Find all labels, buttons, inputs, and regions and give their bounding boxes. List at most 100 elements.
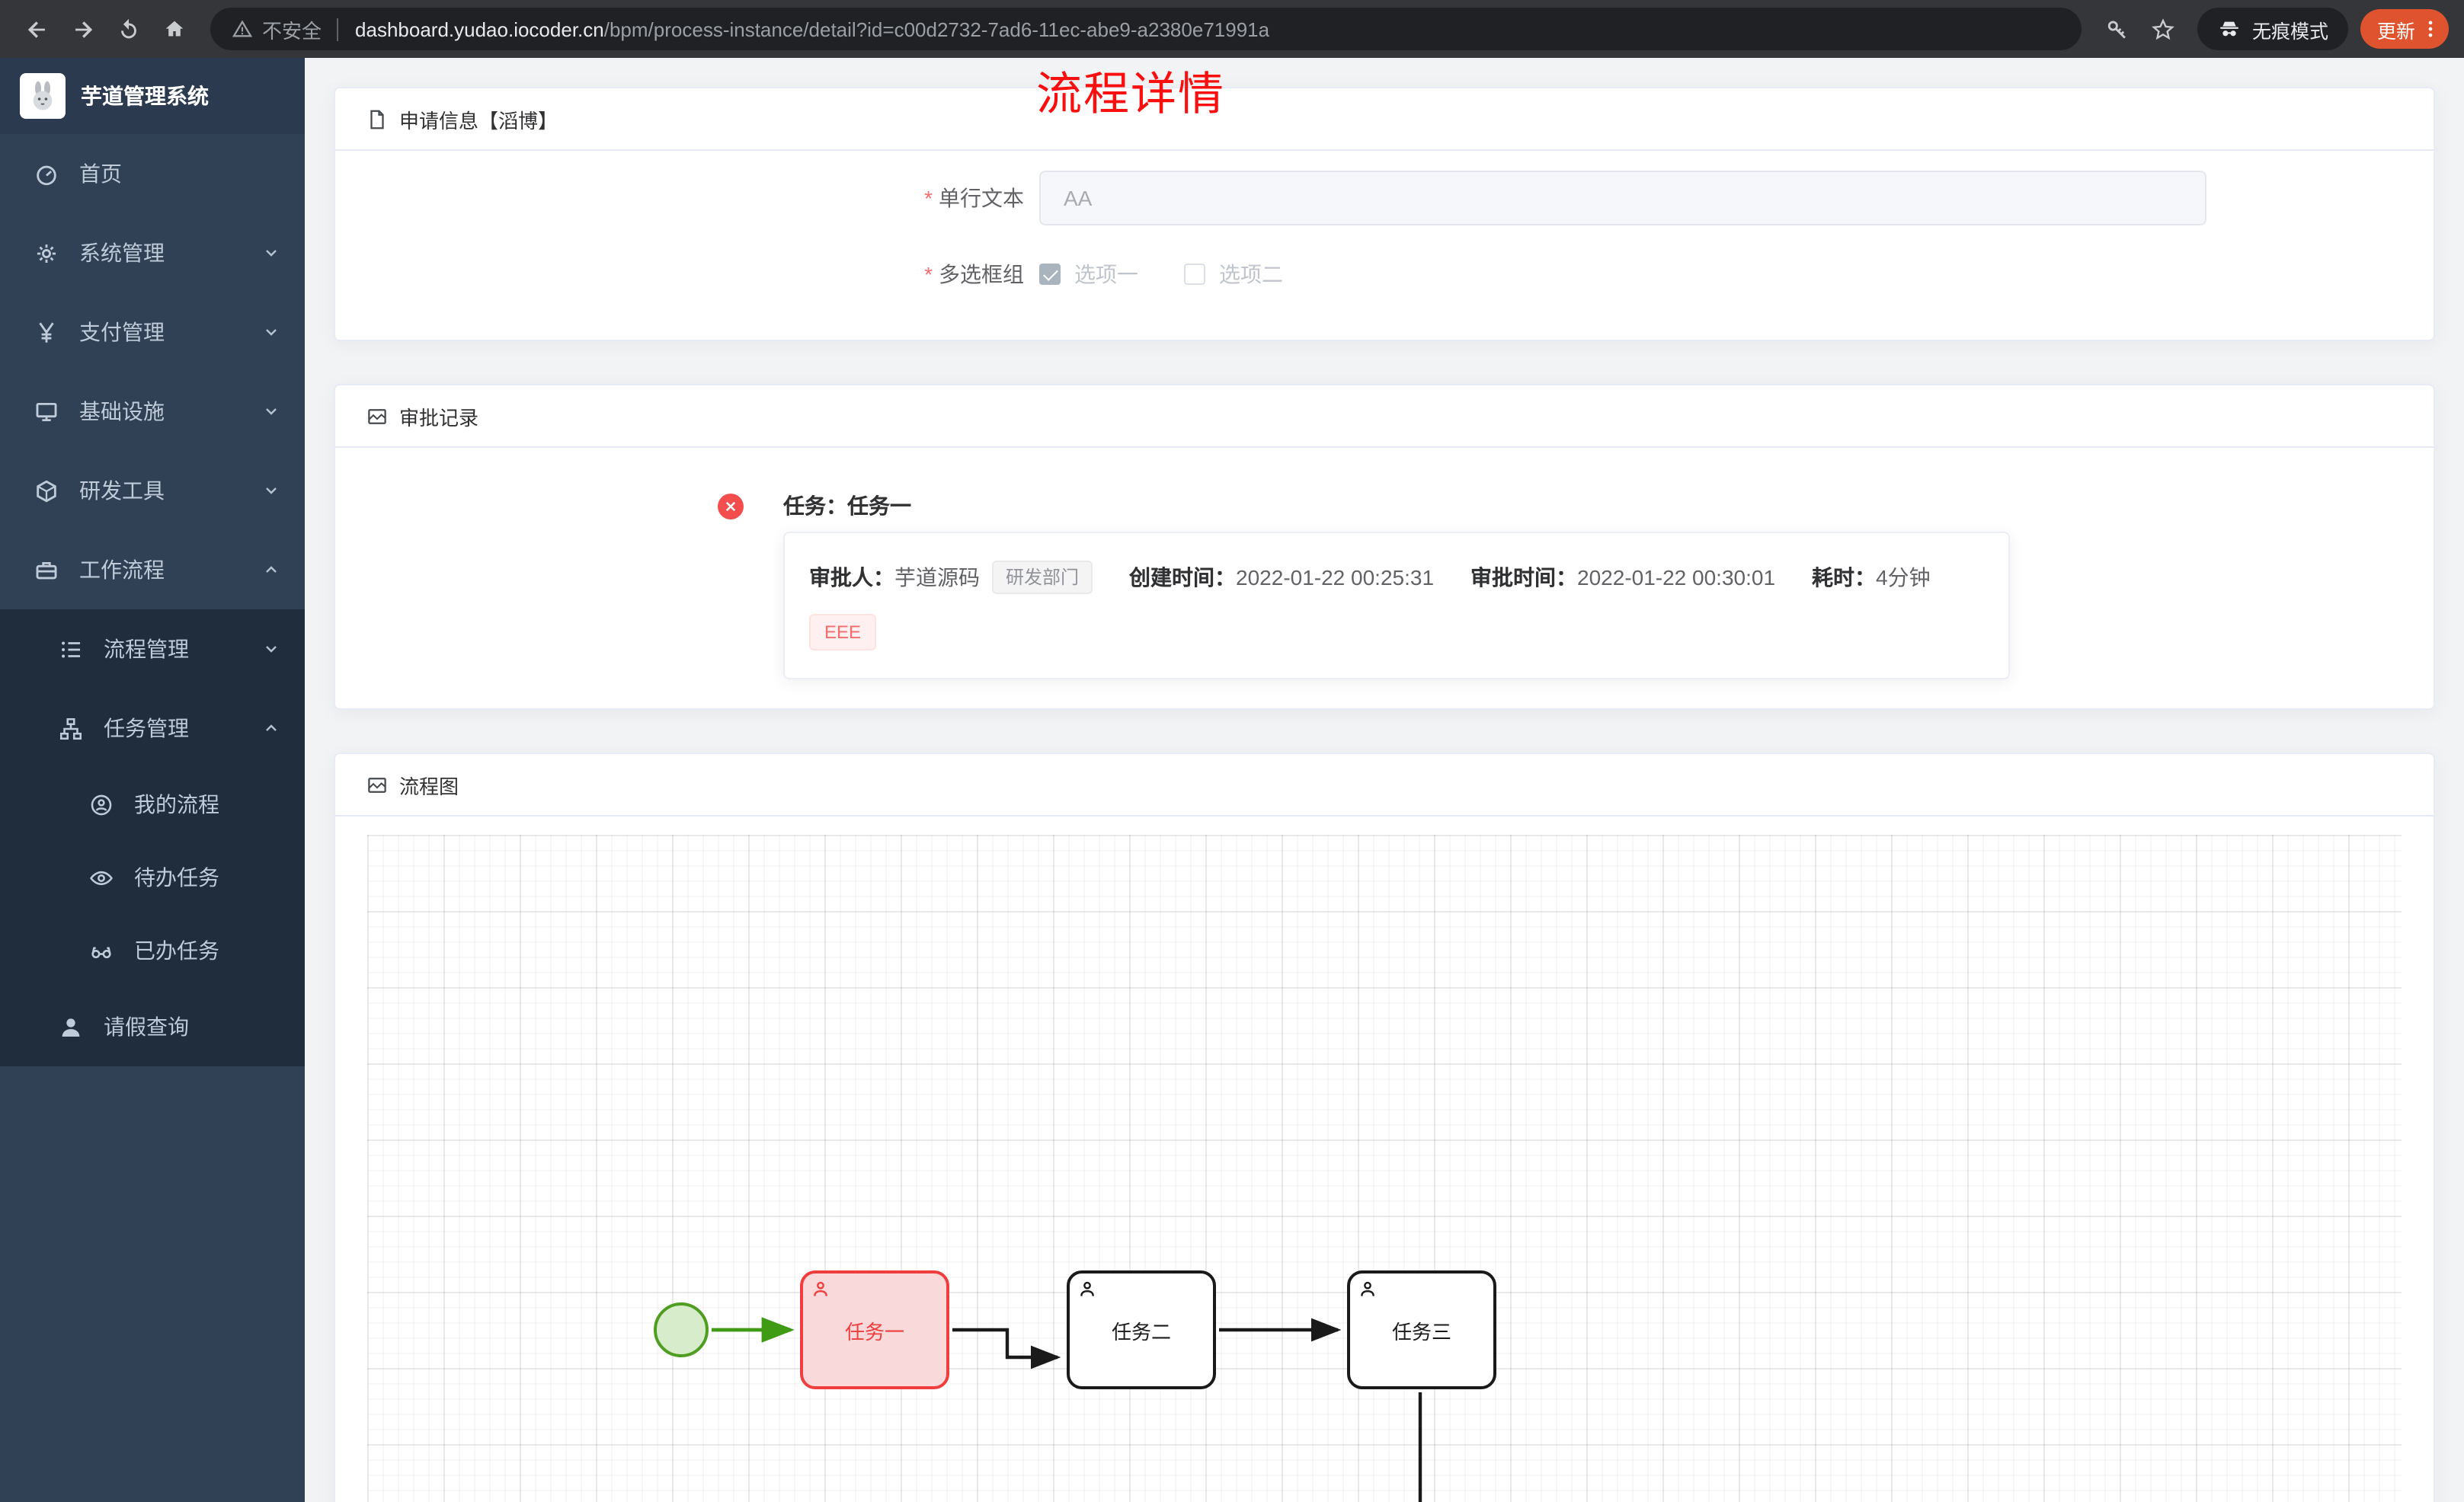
yen-icon [34, 319, 59, 345]
browser-toolbar: 不安全 dashboard.yudao.iocoder.cn/bpm/proce… [0, 0, 2464, 58]
sidebar-item-task-mgmt[interactable]: 任务管理 [0, 689, 305, 768]
sidebar-item-label: 任务管理 [104, 716, 189, 740]
sidebar-item-label: 基础设施 [79, 399, 165, 423]
sidebar-item-home[interactable]: 首页 [0, 134, 305, 213]
sidebar-item-dev-tools[interactable]: 研发工具 [0, 451, 305, 530]
eye-icon [88, 864, 114, 890]
sidebar-item-infrastructure[interactable]: 基础设施 [0, 372, 305, 451]
url-path: /bpm/process-instance/detail?id=c00d2732… [603, 18, 1270, 40]
forward-button[interactable] [61, 8, 104, 50]
sidebar-item-label: 系统管理 [79, 241, 165, 265]
home-icon [165, 20, 183, 36]
checkbox-option-1[interactable]: 选项一 [1039, 259, 1138, 289]
department-tag: 研发部门 [992, 561, 1093, 594]
reload-button[interactable] [107, 8, 149, 50]
sidebar-item-label: 支付管理 [79, 320, 165, 344]
user-icon [58, 1014, 84, 1040]
menu-kebab-icon[interactable] [2420, 18, 2441, 40]
workflow-submenu: 流程管理 任务管理 我的流程 [0, 609, 305, 1066]
record-icon [368, 408, 386, 423]
task-rejected-icon [718, 493, 744, 519]
omnibox-divider [337, 18, 339, 40]
sidebar-item-label: 已办任务 [134, 938, 219, 963]
sidebar-item-system-mgmt[interactable]: 系统管理 [0, 213, 305, 292]
approved-time-value: 2022-01-22 00:30:01 [1577, 565, 1776, 590]
done-task-glasses-icon [88, 938, 114, 964]
chevron-down-icon [262, 640, 280, 658]
checkbox-group-label: 多选框组 [366, 259, 1024, 289]
password-key-icon[interactable] [2097, 8, 2139, 50]
update-label: 更新 [2376, 21, 2415, 42]
workflow-briefcase-icon [34, 557, 59, 583]
update-button[interactable]: 更新 [2360, 9, 2449, 49]
duration-group: 耗时： 4分钟 [1812, 562, 1931, 593]
bpmn-task-3[interactable]: 任务三 [1347, 1270, 1496, 1389]
approval-record-card: 审批记录 任务：任务一 审批人： 芋道源码 [334, 384, 2435, 710]
app-logo-rabbit-icon [20, 73, 66, 119]
app-logo[interactable]: 芋道管理系统 [0, 58, 305, 134]
checkbox-checked-icon [1039, 264, 1061, 285]
approval-detail-line: 审批人： 芋道源码 研发部门 创建时间： 2022-01-22 00:25:31… [809, 561, 1984, 594]
chevron-up-icon [262, 719, 280, 737]
single-line-text-label: 单行文本 [366, 183, 1024, 213]
sidebar-item-label: 请假查询 [104, 1015, 189, 1039]
sidebar-item-leave-query[interactable]: 请假查询 [0, 987, 305, 1066]
address-bar[interactable]: 不安全 dashboard.yudao.iocoder.cn/bpm/proce… [210, 8, 2082, 50]
bpmn-start-event[interactable] [654, 1302, 709, 1357]
bpmn-task-1[interactable]: 任务一 [800, 1270, 949, 1389]
not-secure-label: 不安全 [262, 19, 322, 42]
created-time-value: 2022-01-22 00:25:31 [1236, 565, 1435, 590]
user-task-icon [1358, 1280, 1378, 1299]
chevron-down-icon [262, 323, 280, 341]
back-arrow-icon [27, 21, 44, 37]
sidebar-item-label: 我的流程 [134, 792, 219, 817]
application-info-title: 申请信息【滔博】 [399, 109, 558, 132]
sidebar-item-done-tasks[interactable]: 已办任务 [0, 914, 305, 987]
form-row-checkbox-group: 多选框组 选项一 选项二 [366, 259, 2403, 289]
approval-timeline: 任务：任务一 审批人： 芋道源码 研发部门 创建时间： 2022-01-22 0 [335, 448, 2434, 679]
chevron-down-icon [262, 481, 280, 500]
sidebar-item-my-process[interactable]: 我的流程 [0, 768, 305, 841]
home-button[interactable] [152, 8, 195, 50]
sidebar-item-label: 工作流程 [79, 558, 165, 582]
task-title: 任务：任务一 [783, 494, 911, 518]
timeline-node: 任务：任务一 [718, 491, 2403, 521]
created-time-group: 创建时间： 2022-01-22 00:25:31 [1129, 562, 1434, 593]
incognito-label: 无痕模式 [2251, 21, 2328, 42]
tools-icon [34, 478, 59, 503]
checkbox-option-1-label: 选项一 [1074, 262, 1138, 286]
sidebar: 芋道管理系统 首页 系统管理 [0, 58, 305, 1502]
process-list-icon [58, 636, 84, 662]
approved-time-group: 审批时间： 2022-01-22 00:30:01 [1470, 562, 1775, 593]
bpmn-task-label: 任务三 [1391, 1320, 1451, 1343]
sidebar-item-workflow[interactable]: 工作流程 [0, 530, 305, 609]
not-secure-warning-icon [232, 18, 253, 40]
approver-group: 审批人： 芋道源码 研发部门 [809, 561, 1093, 594]
single-line-text-input[interactable] [1039, 171, 2206, 225]
bpmn-task-2[interactable]: 任务二 [1067, 1270, 1216, 1389]
chevron-down-icon [262, 402, 280, 420]
bpmn-task-label: 任务二 [1111, 1320, 1171, 1343]
document-icon [370, 109, 384, 129]
process-diagram-header: 流程图 [335, 754, 2434, 817]
duration-value: 4分钟 [1876, 565, 1931, 590]
sidebar-menu: 首页 系统管理 支付管理 [0, 134, 305, 1066]
reload-icon [120, 18, 136, 38]
sidebar-item-payment-mgmt[interactable]: 支付管理 [0, 292, 305, 372]
my-process-icon [88, 791, 114, 817]
sidebar-item-label: 待办任务 [134, 865, 219, 890]
bpmn-canvas[interactable]: 任务一 任务二 任务三 [367, 835, 2402, 1502]
infrastructure-icon [34, 398, 59, 424]
bookmark-star-icon[interactable] [2142, 8, 2185, 50]
form-row-single-line-text: 单行文本 [366, 171, 2403, 225]
user-task-icon [1077, 1280, 1097, 1299]
flow-task1-to-task2 [952, 1328, 1061, 1369]
bpmn-connectors [712, 1317, 1422, 1502]
application-info-card: 申请信息【滔博】 单行文本 多选框组 选项一 [334, 87, 2435, 341]
sidebar-item-process-mgmt[interactable]: 流程管理 [0, 609, 305, 689]
checkbox-option-2[interactable]: 选项二 [1184, 259, 1283, 289]
back-button[interactable] [15, 8, 58, 50]
sidebar-item-todo-tasks[interactable]: 待办任务 [0, 841, 305, 914]
approval-record-title: 审批记录 [399, 406, 479, 429]
